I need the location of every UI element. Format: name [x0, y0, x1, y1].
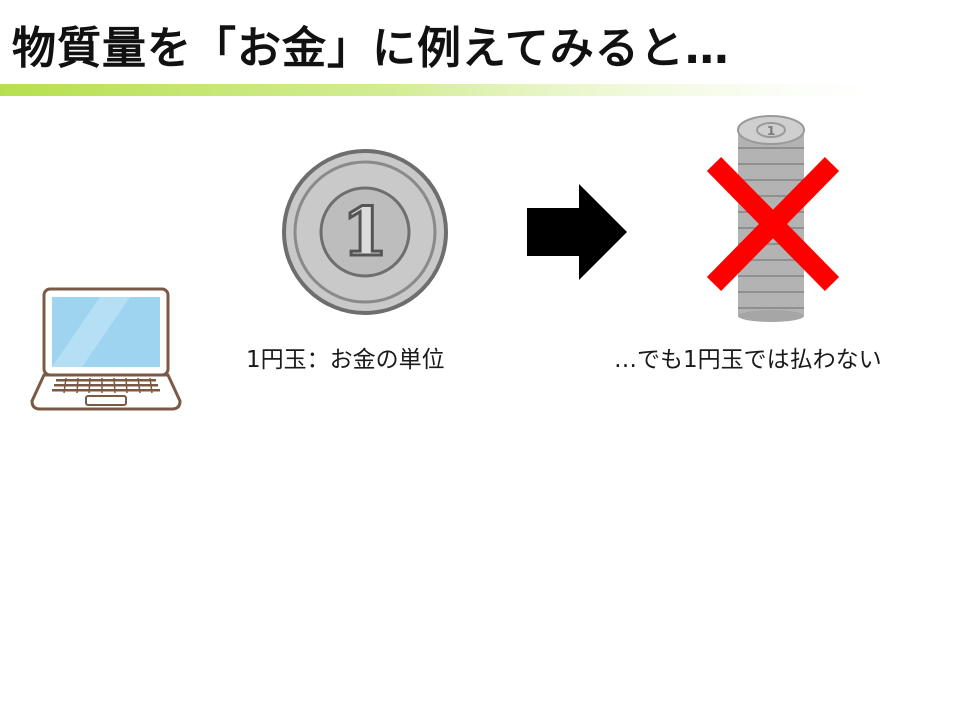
coin-stack-icon: 1: [706, 115, 840, 322]
red-cross-icon: [706, 156, 840, 292]
right-arrow-icon: [527, 184, 627, 280]
coin-numeral: 1: [342, 193, 388, 271]
caption-coin-unit: 1円玉：お金の単位: [246, 347, 445, 373]
stack-coin-numeral: 1: [767, 124, 775, 138]
one-yen-coin-icon: 1: [282, 149, 448, 315]
caption-not-paid-in-coins: …でも1円玉では払わない: [614, 347, 882, 373]
page-title: 物質量を「お金」に例えてみると…: [12, 23, 730, 74]
title-underline: [0, 84, 880, 96]
laptop-icon: [30, 287, 182, 411]
